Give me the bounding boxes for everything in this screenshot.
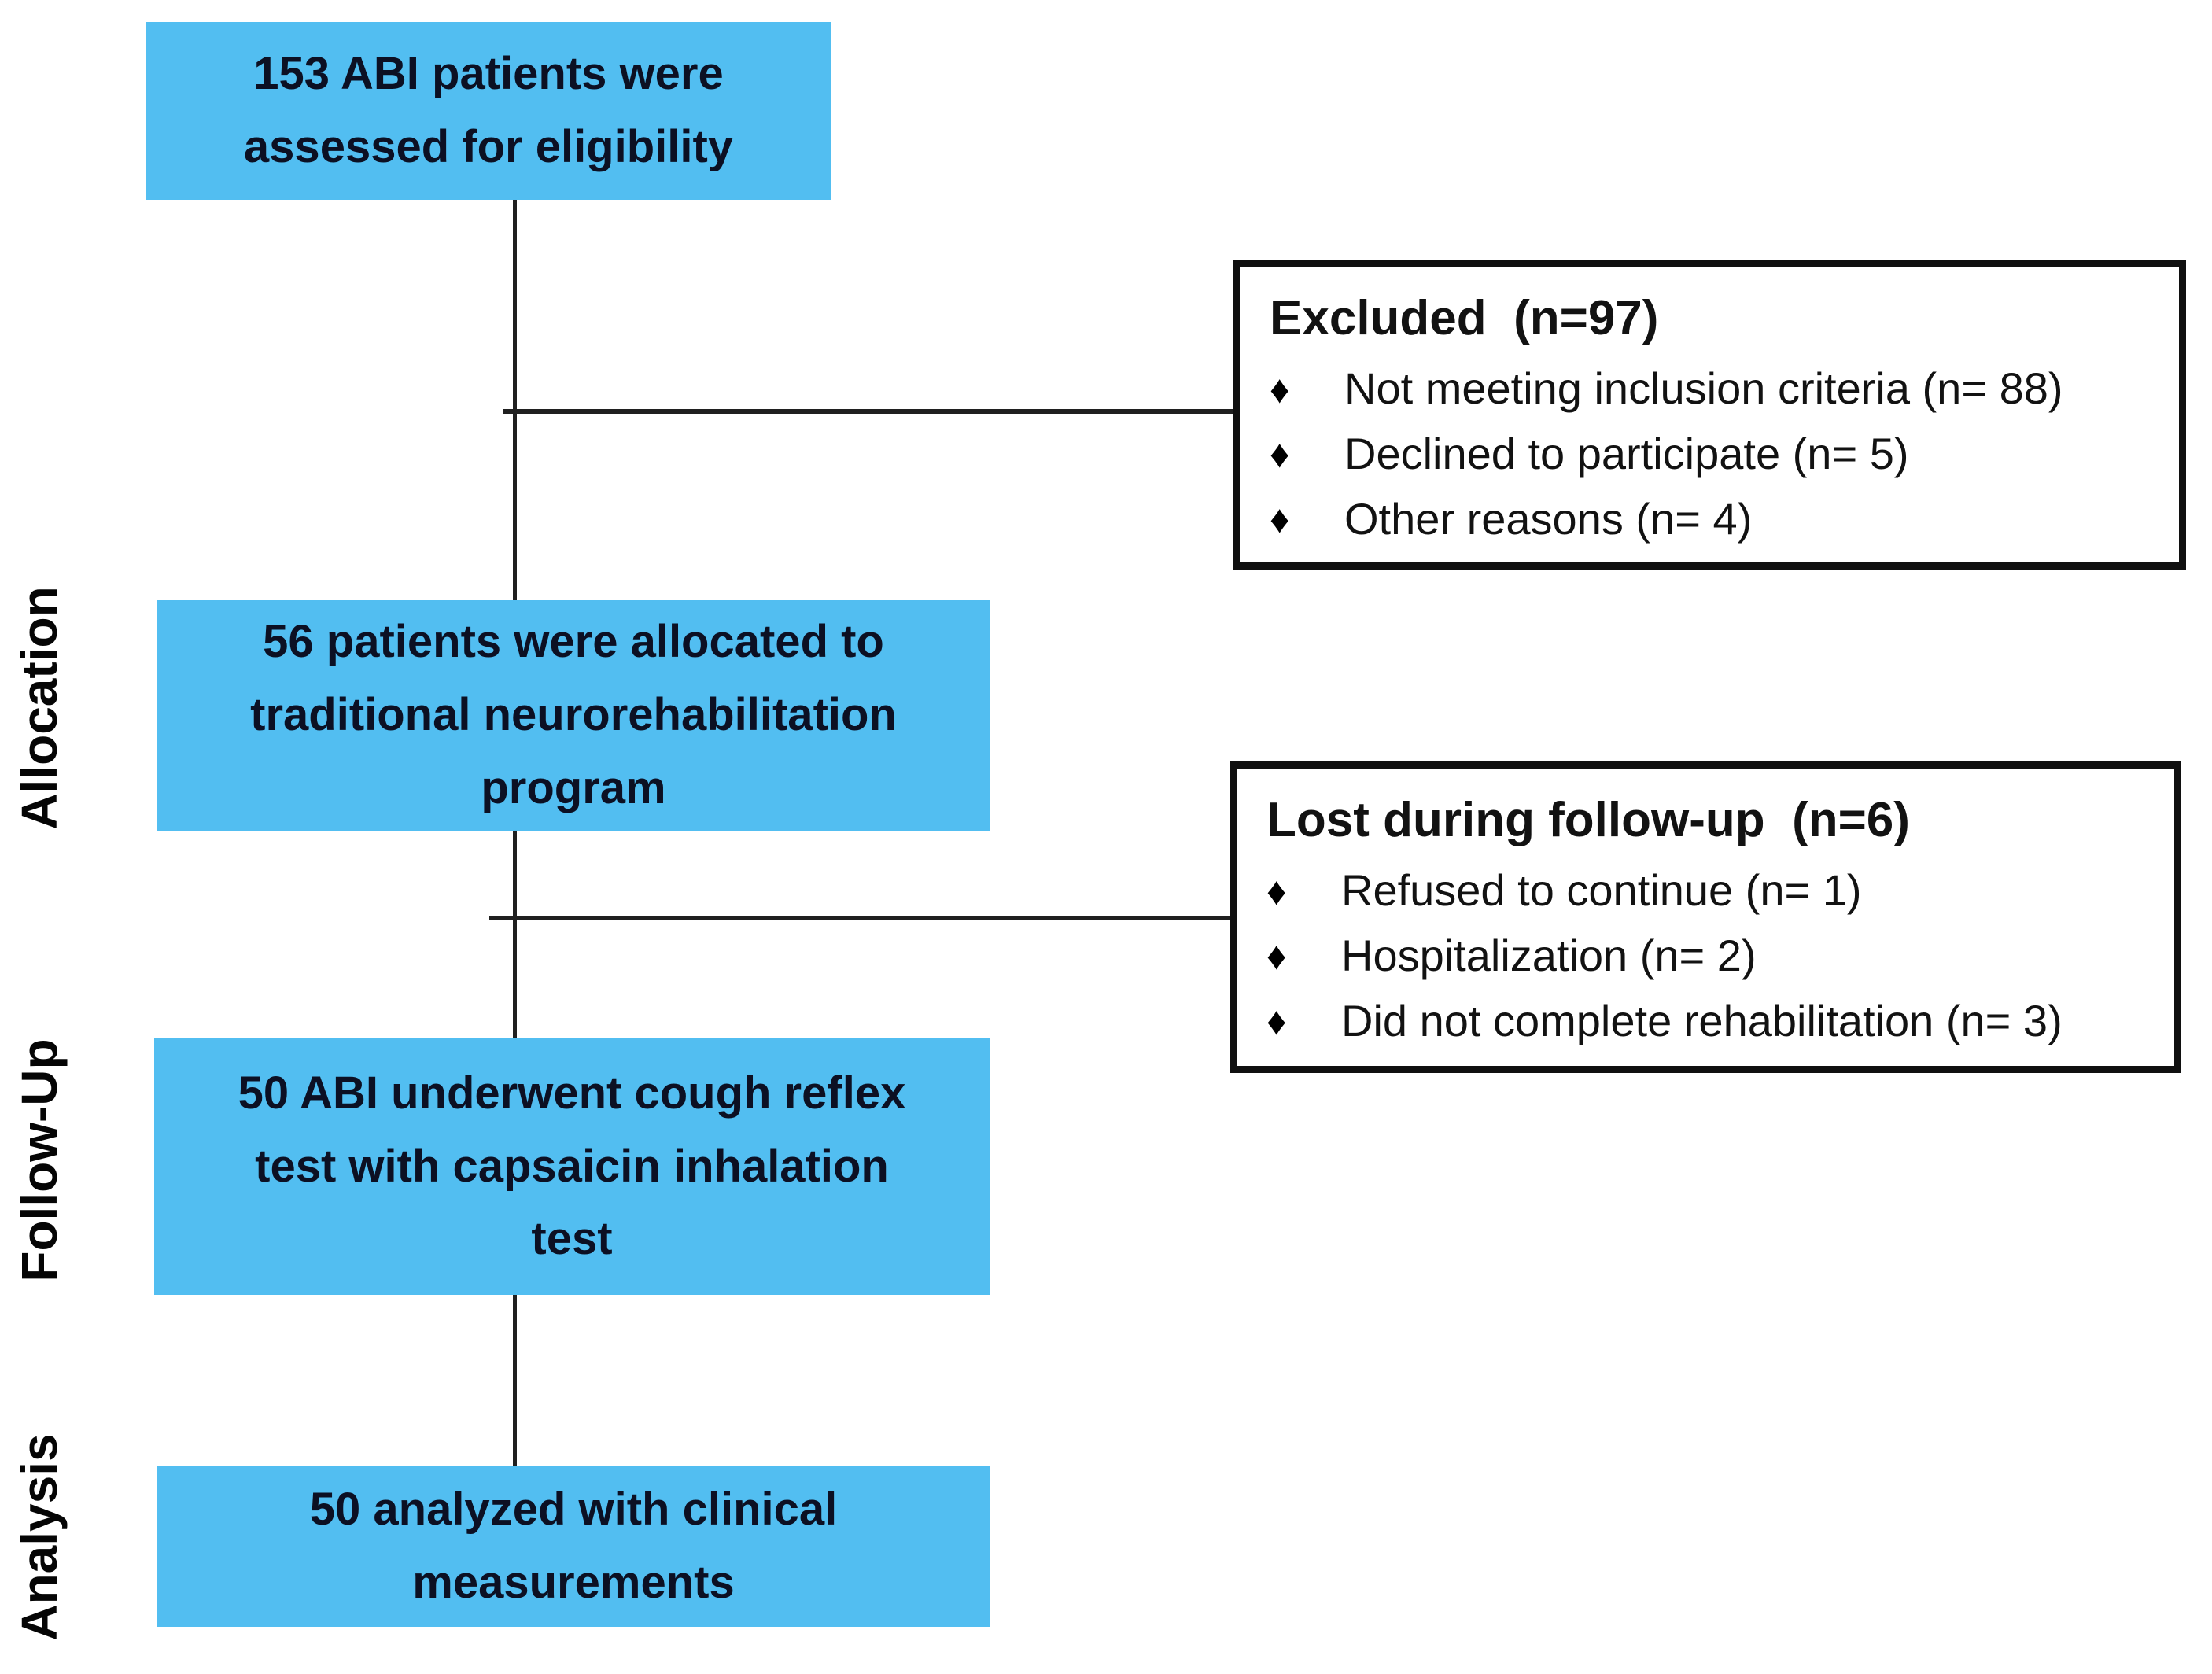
flow-box-text: 50 analyzed with clinical measurements <box>309 1484 838 1608</box>
list-item: ♦ Other reasons (n= 4) <box>1270 493 2149 544</box>
side-box-lost-during-follow-up: Lost during follow-up (n=6) ♦ Refused to… <box>1230 761 2181 1073</box>
list-item: ♦ Hospitalization (n= 2) <box>1266 931 2144 981</box>
list-item: ♦ Refused to continue (n= 1) <box>1266 865 2144 916</box>
list-item-text: Did not complete rehabilitation (n= 3) <box>1341 995 2063 1045</box>
list-item-text: Other reasons (n= 4) <box>1344 493 1753 544</box>
list-item: ♦ Declined to participate (n= 5) <box>1270 428 2149 479</box>
flow-box-text: 56 patients were allocated to traditiona… <box>250 616 897 813</box>
list-item-text: Not meeting inclusion criteria (n= 88) <box>1344 363 2063 414</box>
stage-label-allocation: Allocation <box>11 586 68 830</box>
diamond-bullet-icon: ♦ <box>1266 998 1287 1043</box>
flow-connector-to-excluded <box>503 409 1233 414</box>
diamond-bullet-icon: ♦ <box>1266 934 1287 979</box>
side-box-excluded: Excluded (n=97) ♦ Not meeting inclusion … <box>1233 260 2186 570</box>
list-item-text: Refused to continue (n= 1) <box>1341 865 1862 916</box>
list-item-text: Declined to participate (n= 5) <box>1344 428 1909 478</box>
flow-connector-vertical-2 <box>513 831 517 1040</box>
list-item-text: Hospitalization (n= 2) <box>1341 930 1757 980</box>
diamond-bullet-icon: ♦ <box>1270 496 1290 541</box>
list-item: ♦ Did not complete rehabilitation (n= 3) <box>1266 995 2144 1046</box>
flow-box-cough-reflex-test: 50 ABI underwent cough reflex test with … <box>154 1038 990 1295</box>
stage-label-follow-up: Follow-Up <box>11 1038 68 1282</box>
side-box-title: Excluded (n=97) <box>1270 291 1659 345</box>
flow-box-assessed-for-eligibility: 153 ABI patients were assessed for eligi… <box>146 22 831 200</box>
flow-box-text: 50 ABI underwent cough reflex test with … <box>238 1067 906 1265</box>
list-item: ♦ Not meeting inclusion criteria (n= 88) <box>1270 363 2149 414</box>
flow-connector-vertical-3 <box>513 1295 517 1468</box>
flow-connector-to-lost <box>489 916 1233 920</box>
diamond-bullet-icon: ♦ <box>1270 432 1290 477</box>
stage-label-analysis: Analysis <box>11 1433 68 1641</box>
side-box-title: Lost during follow-up (n=6) <box>1266 793 1910 847</box>
flow-box-text: 153 ABI patients were assessed for eligi… <box>243 48 734 172</box>
diamond-bullet-icon: ♦ <box>1266 868 1287 913</box>
flow-connector-vertical-1 <box>513 200 517 603</box>
diamond-bullet-icon: ♦ <box>1270 367 1290 411</box>
flow-box-allocated: 56 patients were allocated to traditiona… <box>157 600 990 831</box>
flow-box-analyzed: 50 analyzed with clinical measurements <box>157 1466 990 1627</box>
